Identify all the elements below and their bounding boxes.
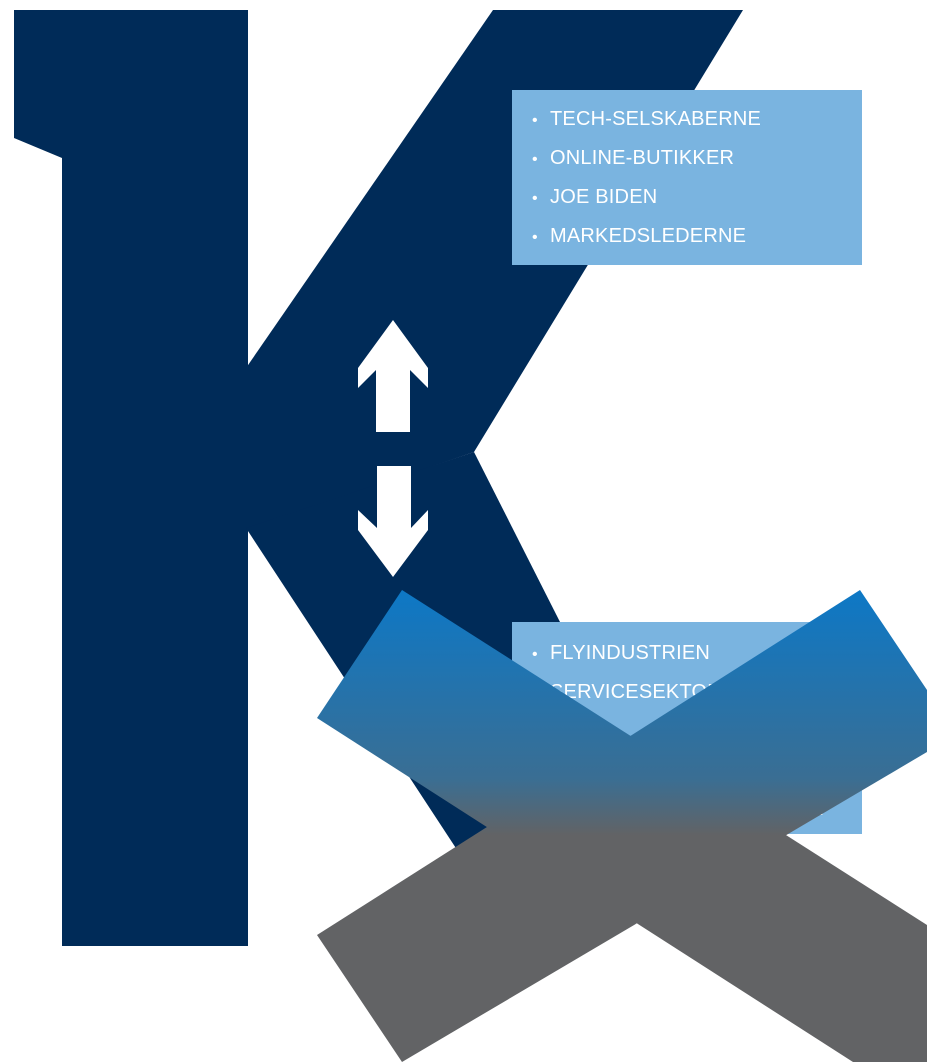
up-arrow [358, 320, 428, 432]
winner-label: JOE BIDEN [550, 186, 658, 208]
list-item: • ONLINE-BUTIKKER [532, 145, 761, 184]
winners-list: • TECH-SELSKABERNE • ONLINE-BUTIKKER • JOE … [532, 106, 761, 262]
winners-box [512, 90, 862, 265]
bullet: • [532, 112, 538, 129]
cross-bar-ascending [317, 590, 927, 1062]
up-down-arrows-icon [358, 320, 428, 577]
bullet: • [532, 151, 538, 168]
down-arrow [358, 466, 428, 577]
bullet: • [532, 646, 538, 663]
winner-label: TECH-SELSKABERNE [550, 108, 762, 130]
bullet: • [532, 190, 538, 207]
winner-label: MARKEDSLEDERNE [550, 225, 747, 247]
loser-label: FLYINDUSTRIEN [550, 642, 711, 664]
k-stem [14, 10, 248, 946]
list-item: • TECH-SELSKABERNE [532, 106, 761, 145]
bullet: • [532, 229, 538, 246]
winner-label: ONLINE-BUTIKKER [550, 147, 735, 169]
list-item: • FLYINDUSTRIEN [532, 640, 824, 679]
list-item: • MARKEDSLEDERNE [532, 223, 761, 262]
list-item: • JOE BIDEN [532, 184, 761, 223]
